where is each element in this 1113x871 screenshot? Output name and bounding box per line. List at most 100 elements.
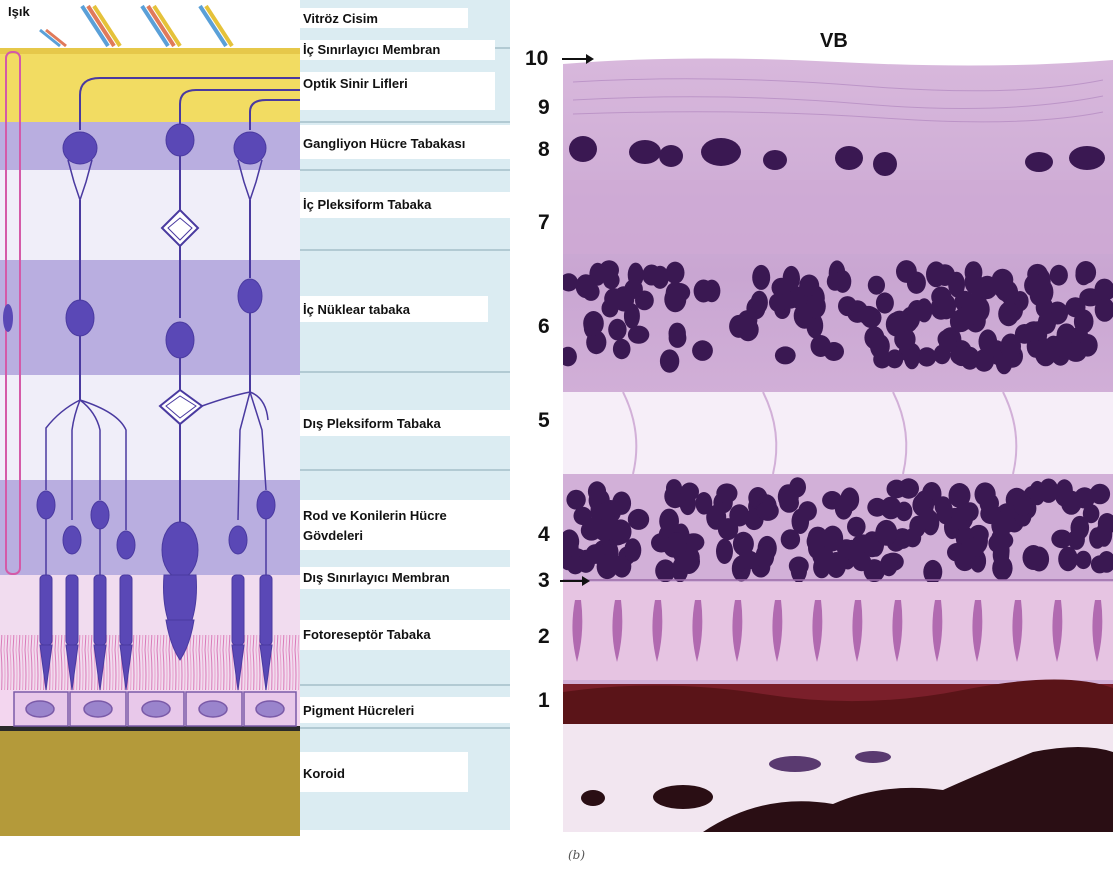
nucleus [1055, 482, 1073, 507]
nucleus [1068, 529, 1085, 550]
nucleus [604, 288, 624, 309]
nucleus [896, 260, 917, 283]
label-pigment-cells: Pigment Hücreleri [303, 703, 414, 718]
label-inner-limiting-membrane: İç Sınırlayıcı Membran [303, 42, 440, 57]
nucleus [642, 265, 661, 286]
nucleus [597, 554, 618, 579]
nucleus [756, 544, 775, 569]
nucleus [868, 276, 885, 295]
nucleus [916, 491, 933, 510]
layer-number-4: 4 [538, 524, 550, 546]
nucleus [608, 319, 626, 341]
nucleus [887, 480, 907, 499]
inner-nuclear-band [0, 260, 300, 375]
nucleus [1014, 495, 1033, 516]
layer-number-8: 8 [538, 139, 550, 161]
nucleus [939, 333, 957, 353]
nucleus [838, 296, 857, 316]
nucleus [628, 326, 649, 344]
choroid-band [0, 731, 300, 836]
nucleus [835, 498, 853, 520]
nucleus [769, 293, 787, 312]
retina-micrograph [563, 52, 1113, 832]
label-ganglion-cell-layer: Gangliyon Hücre Tabakası [303, 136, 465, 151]
nucleus [955, 307, 975, 331]
arrow-3 [560, 580, 584, 582]
nucleus [807, 294, 826, 318]
layer-number-1: 1 [538, 690, 550, 712]
nucleus [567, 555, 584, 574]
nucleus [1091, 555, 1109, 573]
nucleus [566, 490, 585, 510]
nucleus [875, 520, 897, 546]
nucleus [757, 501, 779, 521]
label-outer-plexiform-layer: Dış Pleksiform Tabaka [303, 416, 441, 431]
nucleus [880, 497, 901, 520]
label-choroid: Koroid [303, 766, 345, 781]
nucleus [628, 509, 649, 530]
arrow-10 [562, 58, 588, 60]
nucleus [947, 543, 966, 562]
nucleus [582, 283, 599, 301]
nucleus [1074, 309, 1094, 333]
nucleus [679, 551, 700, 573]
light-label: Işık [6, 4, 32, 19]
nucleus [899, 314, 918, 332]
nucleus [716, 483, 737, 503]
nucleus [789, 477, 806, 497]
nucleus [1023, 321, 1045, 341]
layer-number-6: 6 [538, 316, 550, 338]
nucleus [663, 536, 684, 558]
nucleus [692, 340, 713, 361]
layer-number-9: 9 [538, 97, 550, 119]
outer-plexiform-band [0, 375, 300, 480]
figure-caption: (b) [568, 848, 585, 862]
layer-number-10: 10 [525, 48, 548, 70]
label-inner-nuclear-layer: İç Nüklear tabaka [303, 302, 410, 317]
nucleus [1075, 265, 1091, 285]
layer-number-3: 3 [538, 570, 550, 592]
nucleus [993, 538, 1009, 563]
nucleus [843, 540, 861, 560]
nucleus [613, 339, 631, 359]
nucleus [718, 518, 738, 540]
nucleus [680, 483, 699, 501]
nucleus [775, 346, 796, 364]
nucleus [1024, 274, 1045, 297]
nucleus [998, 302, 1019, 327]
nucleus [937, 498, 953, 524]
arrow-10-head [586, 54, 594, 64]
layer-number-2: 2 [538, 626, 550, 648]
optic-fiber-band [0, 48, 300, 122]
nucleus [660, 349, 679, 372]
nucleus [847, 517, 866, 537]
nucleus [919, 507, 937, 529]
nucleus [792, 509, 810, 534]
label-inner-plexiform-layer: İç Pleksiform Tabaka [303, 197, 431, 212]
nucleus [977, 276, 998, 299]
nucleus [659, 509, 679, 534]
nucleus [995, 510, 1016, 534]
nucleus [666, 282, 685, 303]
layer-number-7: 7 [538, 212, 550, 234]
label-rod-cone-cell-bodies: Rod ve Konilerin Hücre [303, 508, 447, 523]
nucleus [738, 318, 759, 341]
nucleus [1089, 527, 1105, 549]
nucleus [1044, 336, 1062, 359]
nucleus [961, 502, 979, 521]
nucleus [751, 291, 768, 314]
nucleus [1058, 547, 1078, 572]
nucleus [791, 557, 807, 583]
nucleus [716, 539, 733, 564]
arrow-3-head [582, 576, 590, 586]
nucleus [1075, 551, 1091, 569]
retina-schematic [0, 0, 300, 840]
nucleus [807, 531, 826, 552]
nucleus [666, 262, 685, 284]
nucleus [873, 350, 891, 368]
nucleus [864, 559, 885, 582]
nucleus [1083, 504, 1100, 523]
layer-number-5: 5 [538, 410, 550, 432]
label-vitreous-body: Vitröz Cisim [303, 11, 378, 26]
